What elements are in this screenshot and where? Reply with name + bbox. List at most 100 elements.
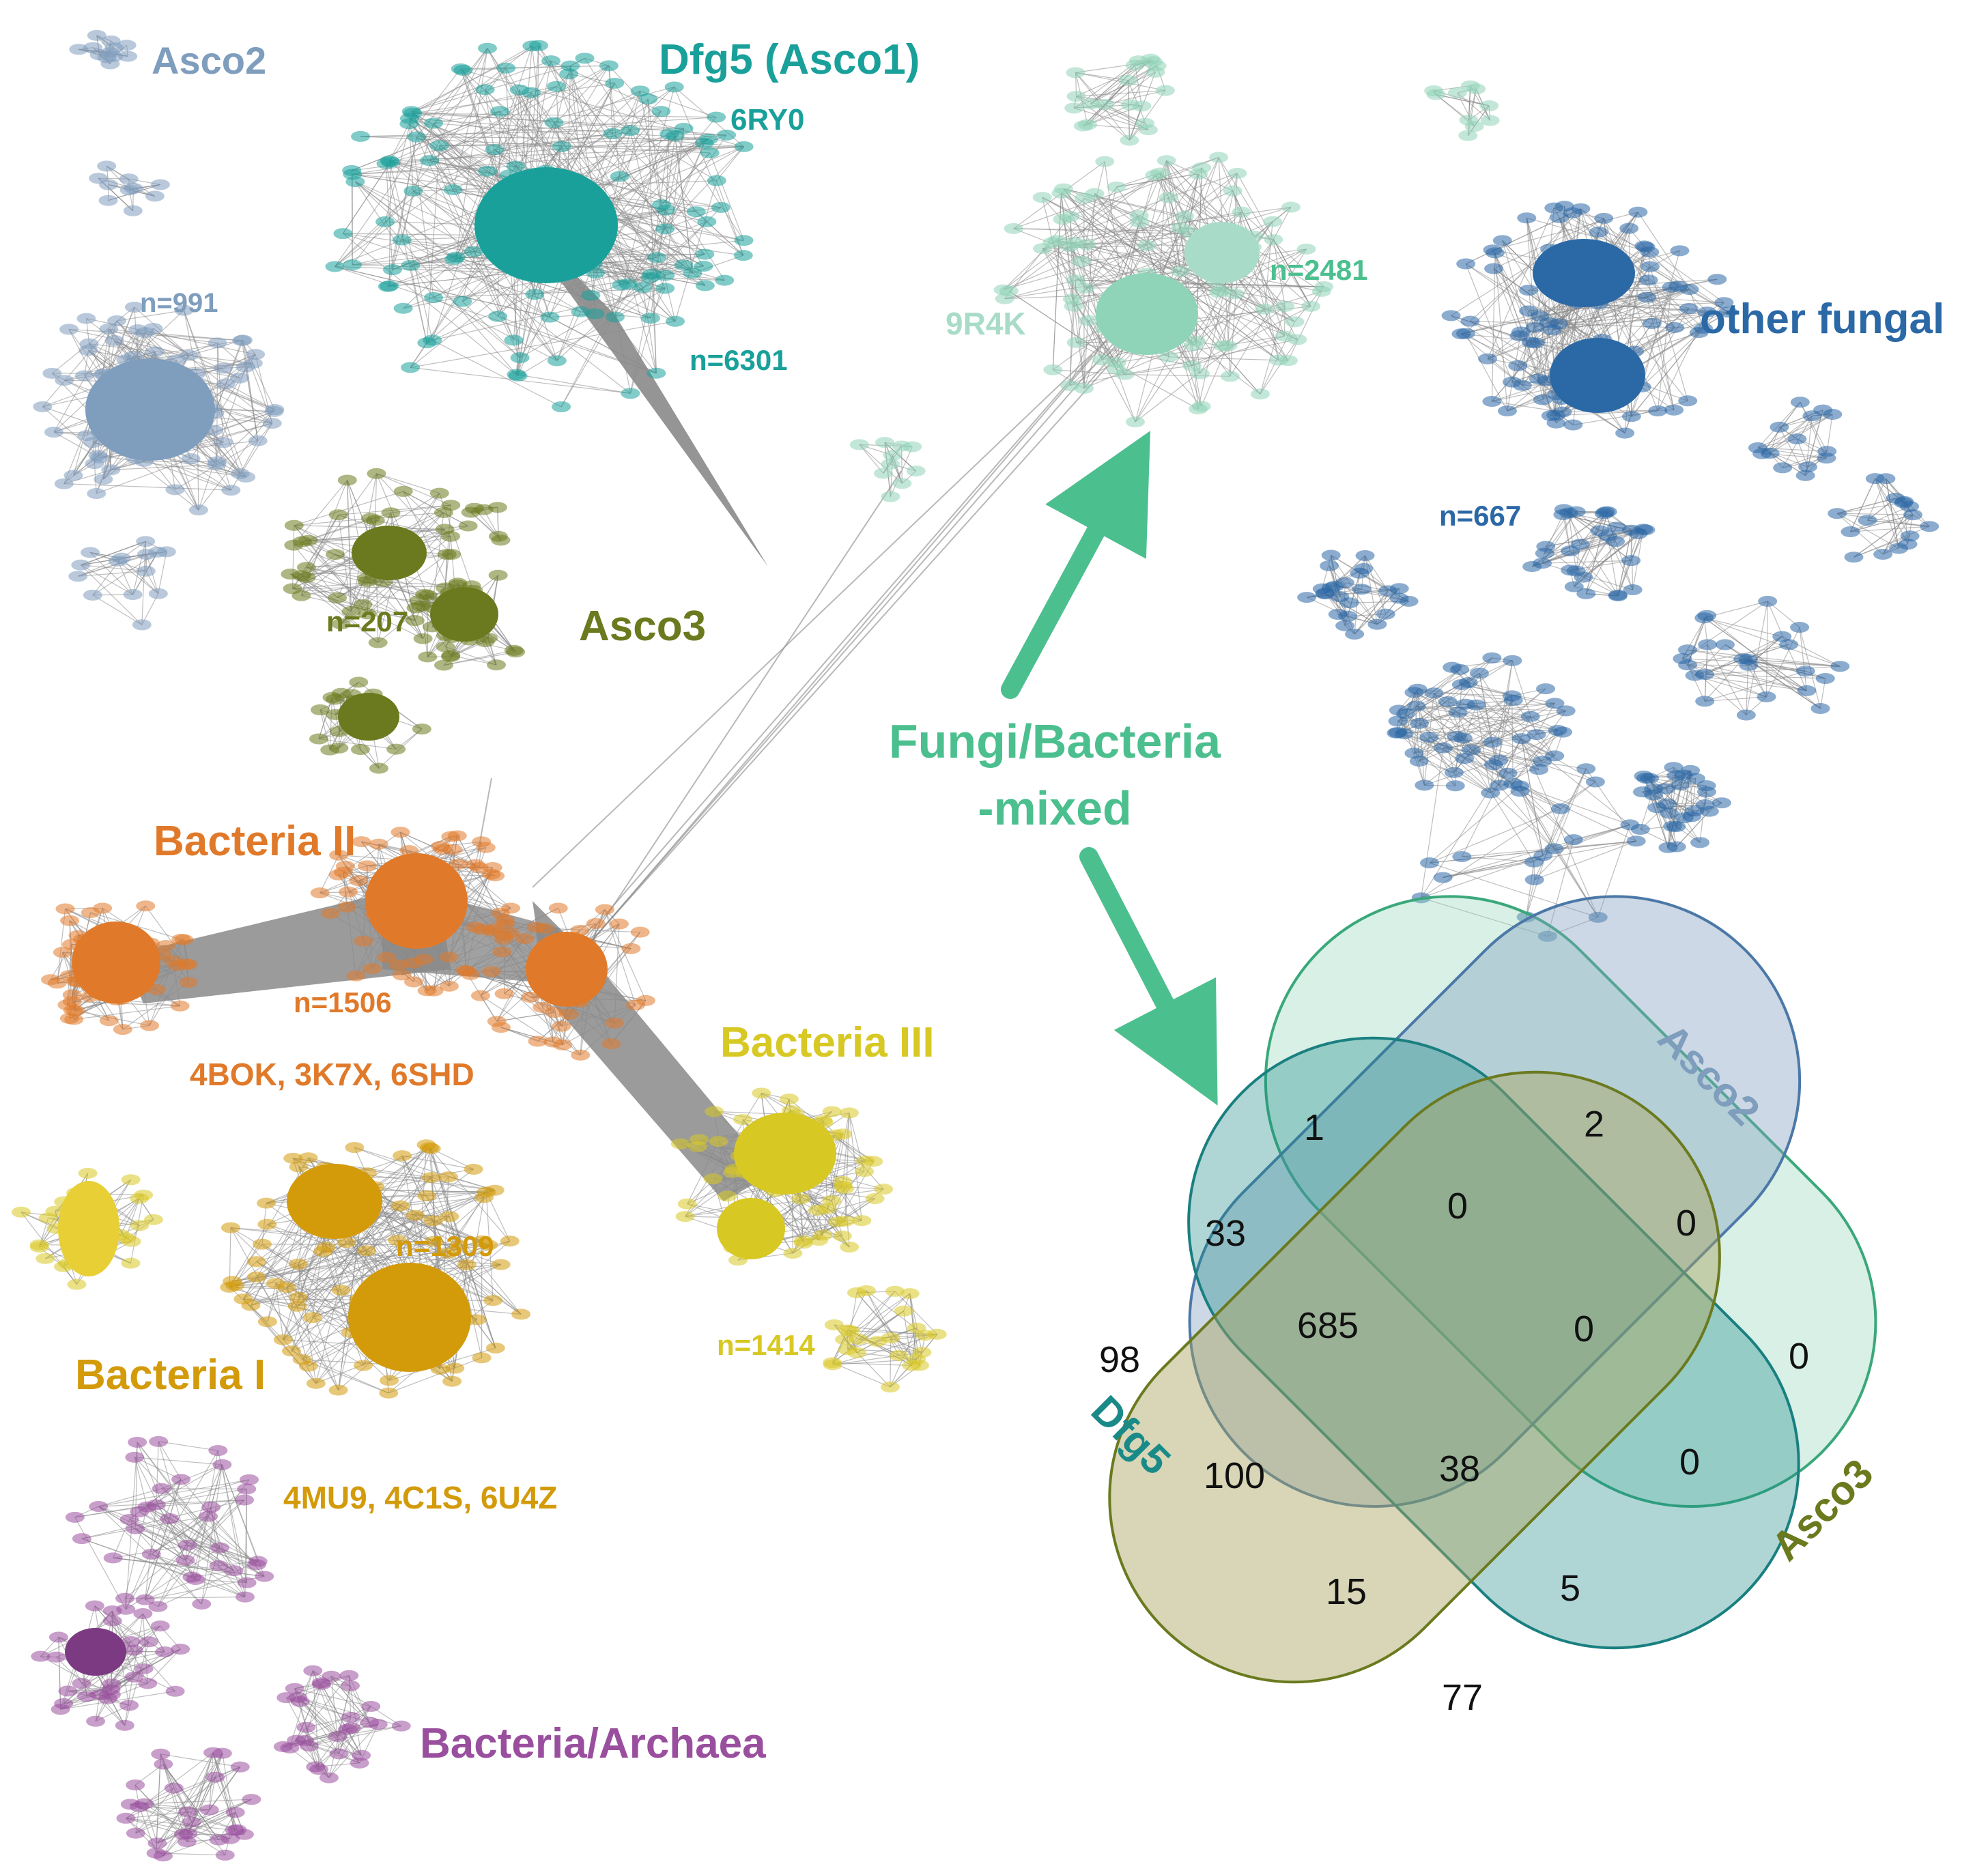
network-node xyxy=(380,281,399,291)
network-node xyxy=(1410,756,1429,767)
network-node xyxy=(326,694,345,705)
network-node xyxy=(85,458,104,469)
network-node xyxy=(488,311,507,322)
network-node xyxy=(99,180,118,190)
network-node xyxy=(400,113,419,124)
network-edge xyxy=(1704,618,1782,636)
network-node xyxy=(1697,610,1716,621)
network-node xyxy=(1634,771,1653,782)
network-node xyxy=(1434,872,1453,883)
network-node xyxy=(59,324,79,334)
network-node xyxy=(552,141,571,152)
network-edge xyxy=(390,69,461,161)
network-node xyxy=(1075,383,1094,394)
network-node xyxy=(734,250,753,261)
network-node xyxy=(705,1106,724,1117)
network-node xyxy=(401,362,420,373)
network-node xyxy=(707,175,726,186)
network-node xyxy=(72,1678,91,1689)
network-node xyxy=(522,87,541,98)
network-node xyxy=(671,1139,690,1149)
network-node xyxy=(212,1459,231,1470)
network-node xyxy=(697,216,716,227)
network-node xyxy=(1135,118,1154,129)
network-node xyxy=(1390,583,1409,594)
network-node xyxy=(1553,727,1572,738)
network-node xyxy=(1620,819,1639,830)
network-node xyxy=(358,860,377,871)
network-node xyxy=(1376,609,1395,620)
network-node xyxy=(541,55,560,66)
network-node xyxy=(1192,401,1211,412)
network-node xyxy=(71,560,90,571)
network-node xyxy=(902,1360,921,1371)
network-node xyxy=(266,1278,285,1289)
network-node xyxy=(647,252,666,263)
network-node xyxy=(1209,152,1228,163)
network-node xyxy=(208,337,227,348)
network-node xyxy=(145,346,165,357)
network-node xyxy=(48,977,67,988)
network-node xyxy=(1033,192,1052,203)
network-node xyxy=(1596,506,1615,517)
network-node xyxy=(1716,639,1735,650)
network-node xyxy=(221,1223,240,1233)
network-node xyxy=(152,1483,171,1494)
network-node xyxy=(369,839,388,850)
network-node xyxy=(1060,211,1079,222)
network-node xyxy=(238,1577,257,1588)
network-node xyxy=(1442,310,1461,321)
network-node xyxy=(1920,521,1939,532)
network-node xyxy=(464,1164,483,1175)
network-node xyxy=(253,1239,272,1250)
network-node xyxy=(1586,776,1605,787)
network-node xyxy=(1482,653,1501,663)
network-node xyxy=(351,131,370,142)
network-edge xyxy=(1522,739,1630,825)
network-node xyxy=(1116,369,1135,380)
network-node xyxy=(511,1309,530,1319)
network-node xyxy=(1482,396,1501,407)
network-edge xyxy=(557,312,581,361)
network-node xyxy=(236,1592,255,1603)
network-node xyxy=(1064,102,1083,113)
network-node xyxy=(1787,433,1806,444)
network-node xyxy=(1813,405,1832,416)
network-node xyxy=(1589,227,1608,238)
network-node xyxy=(548,355,567,366)
network-node xyxy=(125,1452,144,1463)
network-node xyxy=(1561,545,1580,556)
network-node xyxy=(453,296,472,307)
network-node xyxy=(140,1020,159,1031)
network-node xyxy=(1830,661,1849,672)
network-node xyxy=(494,930,513,941)
network-node xyxy=(292,570,311,581)
network-edge xyxy=(1135,357,1169,422)
network-node xyxy=(1452,679,1471,690)
network-node xyxy=(403,186,423,197)
network-node xyxy=(386,744,406,755)
network-node xyxy=(1576,763,1595,774)
network-node xyxy=(394,486,413,497)
network-node xyxy=(1445,767,1464,778)
network-node xyxy=(1275,301,1294,312)
network-node xyxy=(855,1166,874,1177)
network-node xyxy=(1522,337,1541,348)
network-node xyxy=(351,744,370,755)
network-node xyxy=(30,1242,49,1253)
network-node xyxy=(247,1272,266,1283)
network-node xyxy=(307,1378,326,1389)
network-node xyxy=(1484,263,1503,274)
network-edge xyxy=(1430,786,1520,863)
network-node xyxy=(1493,235,1512,246)
network-node xyxy=(912,1347,931,1358)
network-node xyxy=(76,313,96,324)
network-node xyxy=(605,78,624,89)
network-node xyxy=(418,985,437,996)
network-node xyxy=(1712,797,1731,808)
network-node xyxy=(1481,115,1500,126)
network-node xyxy=(434,507,453,518)
network-node xyxy=(440,952,459,962)
network-node xyxy=(696,280,715,291)
